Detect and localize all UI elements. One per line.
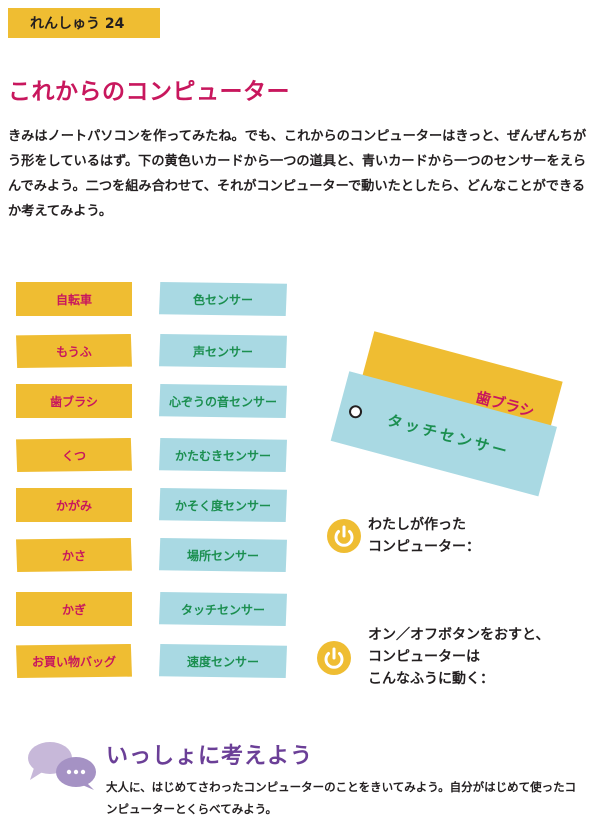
tool-card-label: 歯ブラシ [50, 394, 98, 409]
sensor-card[interactable]: 声センサー [159, 334, 287, 368]
tool-card[interactable]: くつ [16, 438, 132, 472]
sensor-card-label: かそく度センサー [174, 498, 271, 513]
sensor-card[interactable]: 色センサー [159, 282, 287, 316]
lesson-tag: れんしゅう 24 [8, 8, 160, 38]
sensor-card[interactable]: 速度センサー [159, 644, 287, 678]
tool-card[interactable]: もうふ [16, 334, 132, 368]
computer-answer-label: わたしが作った コンピューター： [368, 517, 480, 555]
tag-hole-icon [347, 403, 364, 420]
page-title: これからのコンピューター [8, 79, 290, 105]
tool-card-label: かさ [61, 548, 86, 563]
tool-card[interactable]: 自転車 [16, 282, 132, 316]
tool-card-label: かがみ [55, 498, 92, 513]
lesson-tag-label: れんしゅう 24 [30, 16, 125, 32]
sensor-card-label: タッチセンサー [180, 602, 265, 617]
tool-card-label: かぎ [61, 602, 86, 617]
sensor-card[interactable]: 場所センサー [159, 538, 287, 572]
sensor-card-label: 速度センサー [186, 654, 259, 669]
together-title: いっしょに考えよう [106, 744, 314, 769]
tool-card[interactable]: かさ [16, 538, 132, 572]
sensor-card-label: 声センサー [192, 344, 253, 359]
tool-card-label: お買い物バッグ [31, 654, 116, 669]
button-answer-label: オン／オフボタンをおすと、 コンピューターは こんなふうに動く： [368, 627, 550, 687]
tool-card[interactable]: 歯ブラシ [16, 384, 132, 418]
sensor-card-label: 心ぞうの音センサー [168, 394, 277, 409]
sensor-card[interactable]: タッチセンサー [159, 592, 287, 626]
sensor-card[interactable]: かそく度センサー [159, 488, 287, 522]
example-sensor-label: タッチセンサー [385, 410, 512, 461]
sensor-card-label: 色センサー [192, 292, 253, 307]
together-text: 大人に、はじめてさわったコンピューターのことをきいてみよう。自分がはじめて使った… [106, 780, 577, 816]
intro-text: きみはノートパソコンを作ってみたね。でも、これからのコンピューターはきっと、ぜん… [8, 129, 587, 219]
power-button-icon [317, 641, 351, 675]
tool-card-label: くつ [61, 448, 86, 463]
sensor-card-label: かたむきセンサー [174, 448, 271, 463]
tool-card[interactable]: かがみ [16, 488, 132, 522]
tool-card[interactable]: お買い物バッグ [16, 644, 132, 678]
speech-bubbles-icon [28, 742, 96, 790]
sensor-card[interactable]: かたむきセンサー [159, 438, 287, 472]
tool-card[interactable]: かぎ [16, 592, 132, 626]
tool-card-label: 自転車 [55, 292, 92, 307]
power-button-icon [327, 519, 361, 553]
sensor-card[interactable]: 心ぞうの音センサー [159, 384, 287, 418]
sensor-card-label: 場所センサー [186, 548, 259, 563]
tool-card-label: もうふ [56, 344, 92, 359]
